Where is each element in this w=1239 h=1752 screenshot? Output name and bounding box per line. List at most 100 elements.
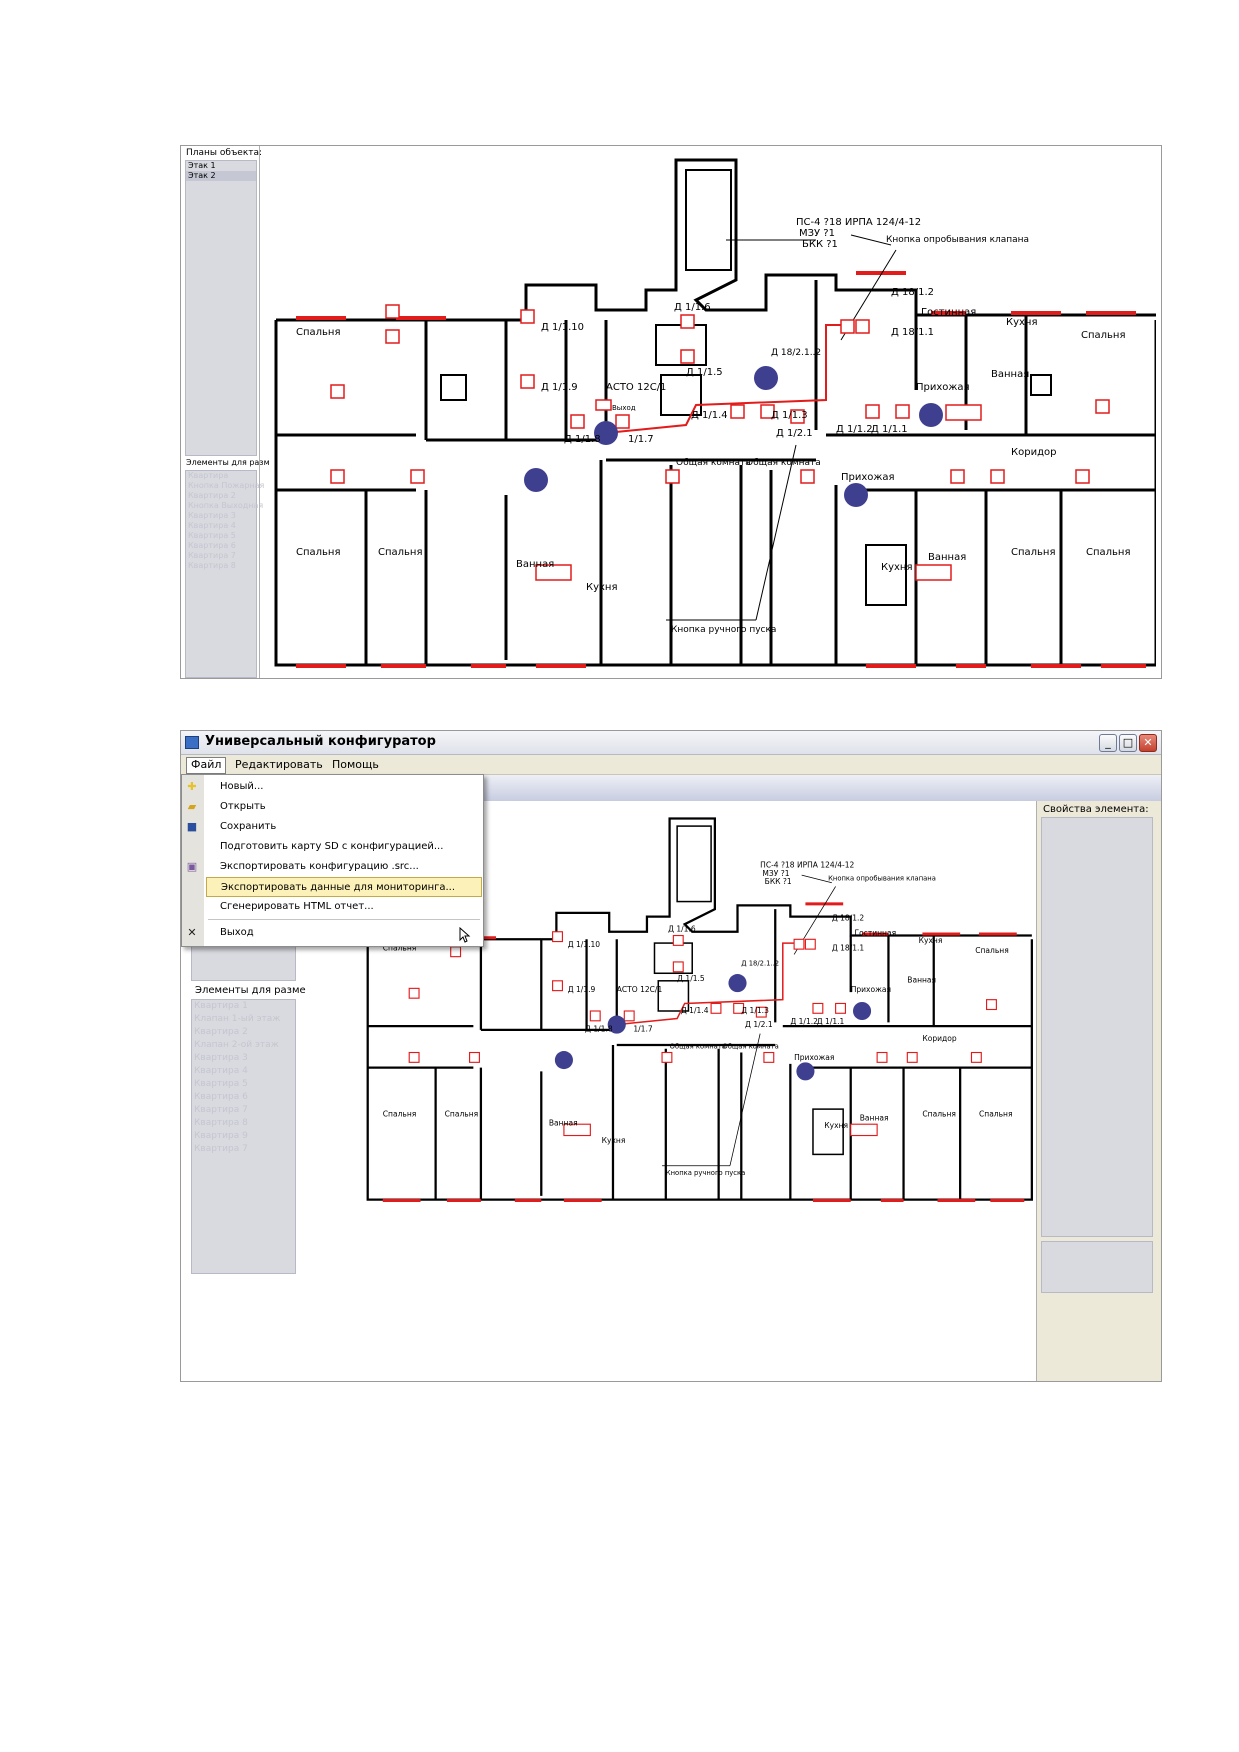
properties-description — [1041, 1241, 1153, 1293]
properties-grid[interactable] — [1041, 817, 1153, 1237]
room-label: Коридор — [1011, 447, 1056, 458]
screenshot-universal-configurator: Универсальный конфигуратор _ □ ✕ Файл Ре… — [180, 730, 1162, 1382]
detector-label: Д 1/1.2 — [836, 424, 873, 435]
room-label: Кухня — [1006, 317, 1038, 328]
detector-label: Д 1/1.4 — [691, 410, 728, 421]
menu-item-open[interactable]: ▰Открыть — [188, 797, 482, 817]
room-label: Общая комната — [676, 458, 751, 468]
menu-item-export-config[interactable]: ▣Экспортировать конфигурацию .src... — [187, 857, 482, 877]
element-item[interactable]: Квартира 2 — [194, 1027, 248, 1037]
splitter[interactable] — [259, 146, 260, 678]
detector-label: Д 18/2.1..2 — [741, 960, 779, 968]
menu-item-label: Открыть — [220, 801, 266, 812]
room-label: Кухня — [824, 1121, 848, 1130]
element-item[interactable]: Квартира 5 — [194, 1079, 248, 1089]
element-item[interactable]: Квартира 4 — [188, 521, 236, 530]
floor-plan-2[interactable]: Спальня Спальня Спальня Спальня Спальня … — [306, 811, 1086, 1211]
room-label: Прихожая — [794, 1053, 834, 1062]
detector-label: Д 1/1.2 — [790, 1017, 818, 1026]
element-list[interactable]: Квартира 1 Клапан 1-ый этаж Квартира 2 К… — [191, 999, 296, 1274]
element-list[interactable]: Квартира Кнопка Пожарная Квартира 2 Кноп… — [185, 470, 265, 678]
menu-item-new[interactable]: ✚ Новый... — [187, 777, 482, 797]
element-item[interactable]: Квартира 9 — [194, 1131, 248, 1141]
maximize-button[interactable]: □ — [1119, 734, 1137, 752]
element-item[interactable]: Квартира 8 — [188, 561, 236, 570]
screenshot-floor-plan-editor: Планы объекта: Этак 1 Этак 2 Элементы дл… — [180, 145, 1162, 679]
file-dropdown-menu: ✚ Новый... ▰Открыть ■Сохранить Подготовит… — [181, 774, 484, 947]
room-label: Ванная — [928, 552, 966, 563]
detector-label: Д 1/1.9 — [568, 985, 596, 994]
detector-label: Д 18/1.2 — [891, 287, 934, 298]
detector-label: Д 1/1.1 — [871, 424, 908, 435]
app-icon — [185, 736, 199, 749]
room-label: Ванная — [907, 975, 936, 984]
element-item[interactable]: Квартира 7 — [194, 1144, 248, 1154]
menu-item-exit[interactable]: ✕Выход — [187, 923, 482, 943]
room-label: Спальня — [445, 1110, 479, 1119]
menu-help[interactable]: Помощь — [332, 758, 379, 771]
detector-label: Д 1/1.10 — [541, 322, 584, 333]
element-item[interactable]: Квартира 3 — [188, 511, 236, 520]
room-label: Кухня — [919, 936, 943, 945]
element-item[interactable]: Кнопка Пожарная — [188, 481, 265, 490]
menu-edit[interactable]: Редактировать — [235, 758, 323, 771]
detector-label: Д 1/1.5 — [686, 367, 723, 378]
element-item[interactable]: Квартира 3 — [194, 1053, 248, 1063]
element-item[interactable]: Клапан 1-ый этаж — [194, 1014, 281, 1024]
workspace: Элементы для разме Квартира 1 Клапан 1-ы… — [181, 801, 1161, 1381]
element-item[interactable]: Клапан 2-ой этаж — [194, 1040, 279, 1050]
room-label: Общая комната — [722, 1043, 778, 1051]
floor-item-selected[interactable]: Этак 2 — [186, 171, 256, 181]
element-item[interactable]: Квартира 7 — [188, 551, 236, 560]
room-label: Прихожая — [851, 985, 891, 994]
new-file-icon: ✚ — [187, 780, 197, 793]
element-item[interactable]: Квартира 2 — [188, 491, 236, 500]
mouse-cursor-icon — [459, 927, 471, 943]
properties-label: Свойства элемента: — [1043, 804, 1149, 815]
element-item[interactable]: Квартира 6 — [188, 541, 236, 550]
annotation-ps4: ПС-4 ?18 ИРПА 124/4-12 — [760, 861, 854, 870]
element-item[interactable]: Квартира 4 — [194, 1066, 248, 1076]
menu-item-generate-html[interactable]: Сгенерировать HTML отчет... — [206, 897, 482, 917]
room-label: Прихожая — [841, 472, 895, 483]
room-label: Спальня — [1011, 547, 1056, 558]
floor-plan-1[interactable]: Спальня Спальня Спальня Спальня Спальня … — [266, 150, 1156, 679]
element-item[interactable]: Квартира 7 — [194, 1105, 248, 1115]
detector-label: 1/1.7 — [628, 434, 654, 445]
menu-item-label: Экспортировать конфигурацию .src... — [220, 861, 419, 872]
annotation-ps4: ПС-4 ?18 ИРПА 124/4-12 — [796, 217, 921, 228]
detector-label: Д 1/2.1 — [776, 428, 813, 439]
element-item[interactable]: Квартира 5 — [188, 531, 236, 540]
menu-icon-strip — [182, 775, 204, 946]
element-item[interactable]: Кнопка Выходная — [188, 501, 264, 510]
floor-list[interactable]: Этак 1 Этак 2 — [185, 160, 257, 456]
menu-item-label: Новый... — [220, 781, 264, 792]
close-button[interactable]: ✕ — [1139, 734, 1157, 752]
detector-label: Д 1/1.6 — [674, 302, 711, 313]
elements-label: Элементы для разме — [195, 985, 306, 996]
element-item[interactable]: Квартира 6 — [194, 1092, 248, 1102]
menu-item-prepare-sd[interactable]: Подготовить карту SD с конфигурацией... — [206, 837, 482, 857]
minimize-button[interactable]: _ — [1099, 734, 1117, 752]
floor-item[interactable]: Этак 1 — [188, 161, 216, 170]
exit-label: Выход — [612, 404, 636, 412]
detector-label: Д 18/2.1..2 — [771, 348, 821, 358]
element-item[interactable]: Квартира 8 — [194, 1118, 248, 1128]
room-label: Спальня — [1086, 547, 1131, 558]
title-bar: Универсальный конфигуратор _ □ ✕ — [181, 731, 1161, 755]
detector-label: Д 1/1.5 — [677, 974, 705, 983]
element-item[interactable]: Квартира — [188, 471, 229, 480]
menu-file[interactable]: Файл — [186, 757, 227, 774]
room-label: Ванная — [860, 1113, 889, 1122]
menu-item-export-monitoring[interactable]: Экспортировать данные для мониторинга... — [206, 877, 482, 897]
properties-pane: Свойства элемента: — [1036, 801, 1161, 1381]
annotation-mzu: МЗУ ?1 — [762, 869, 789, 878]
room-label: Кухня — [881, 562, 913, 573]
element-item[interactable]: Квартира 1 — [194, 1001, 248, 1011]
room-label: Спальня — [383, 944, 417, 953]
detector-label: АСТО 12С/1 — [617, 985, 663, 994]
menu-item-save[interactable]: ■Сохранить — [187, 817, 482, 837]
detector-label: Д 1/1.9 — [541, 382, 578, 393]
room-label: Кухня — [586, 582, 618, 593]
exit-icon: ✕ — [187, 926, 197, 939]
